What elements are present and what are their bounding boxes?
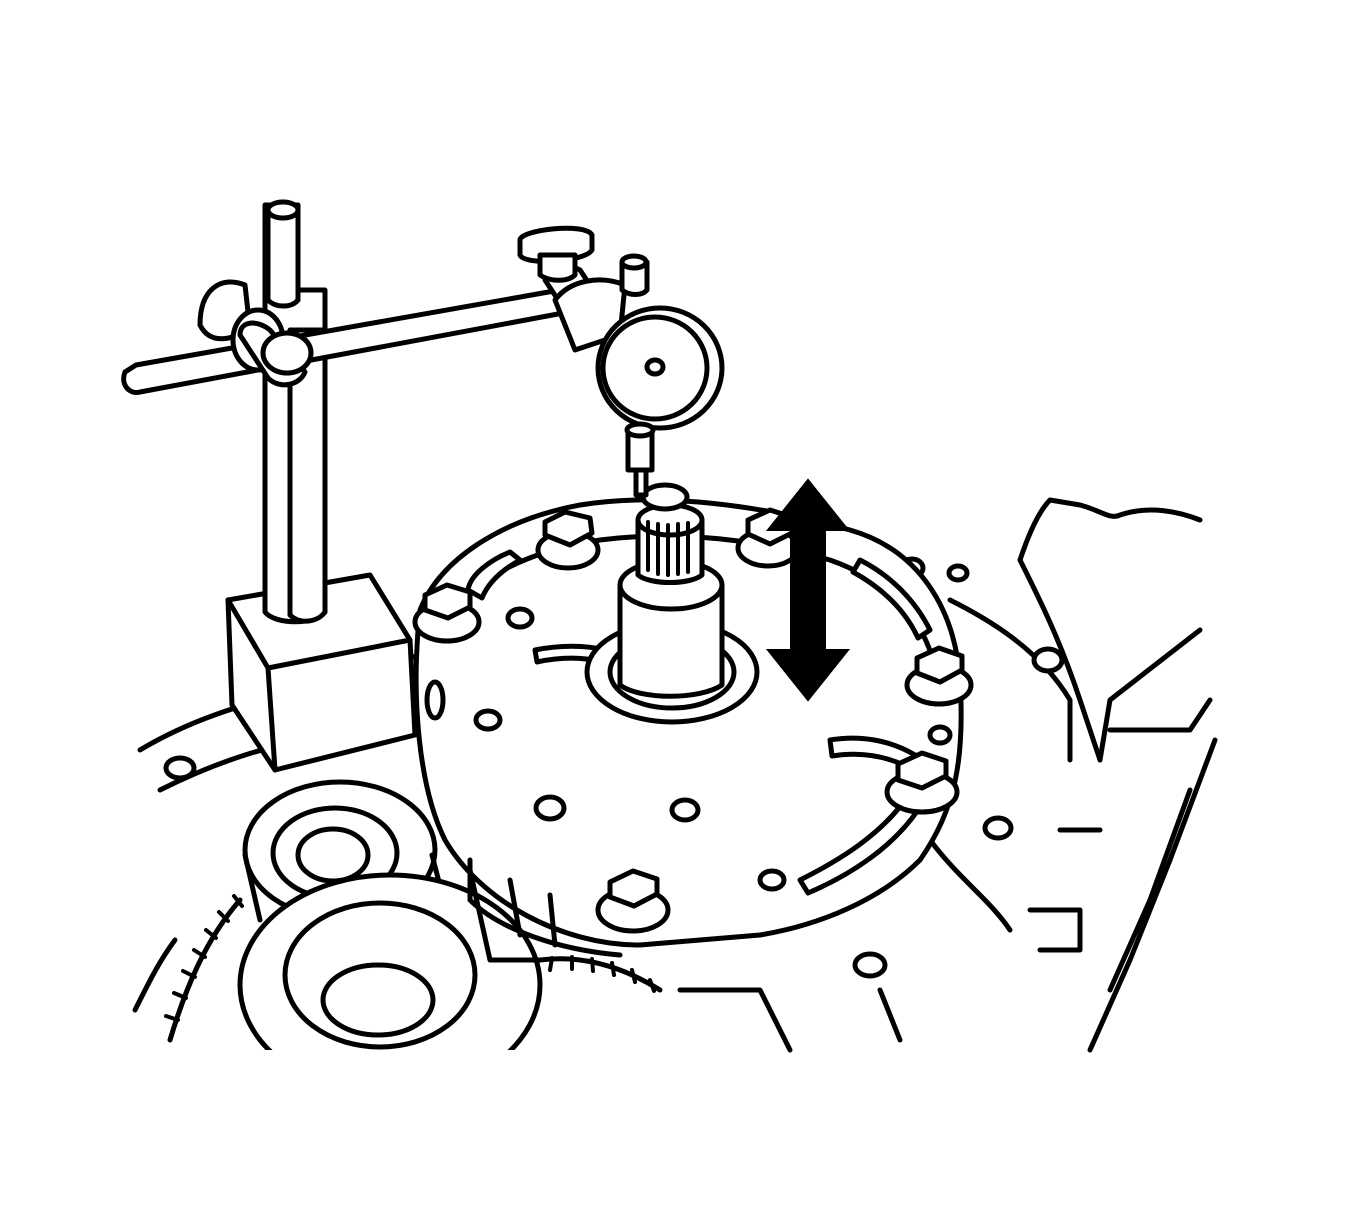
bolt xyxy=(535,509,601,571)
movement-arrow xyxy=(765,478,851,702)
gear-teeth xyxy=(164,894,663,1043)
bolt xyxy=(884,750,960,815)
bolt xyxy=(904,645,974,707)
dial-indicator xyxy=(552,253,725,498)
transaxle-case xyxy=(132,497,1218,1053)
bolt xyxy=(595,868,671,934)
cover-bolts xyxy=(412,507,974,934)
magnetic-base xyxy=(225,572,418,773)
bolt xyxy=(412,582,482,644)
differential-bearing xyxy=(130,779,630,1110)
input-shaft xyxy=(584,482,760,725)
indicator-arm xyxy=(121,225,603,396)
indicator-stand-post xyxy=(262,199,328,625)
